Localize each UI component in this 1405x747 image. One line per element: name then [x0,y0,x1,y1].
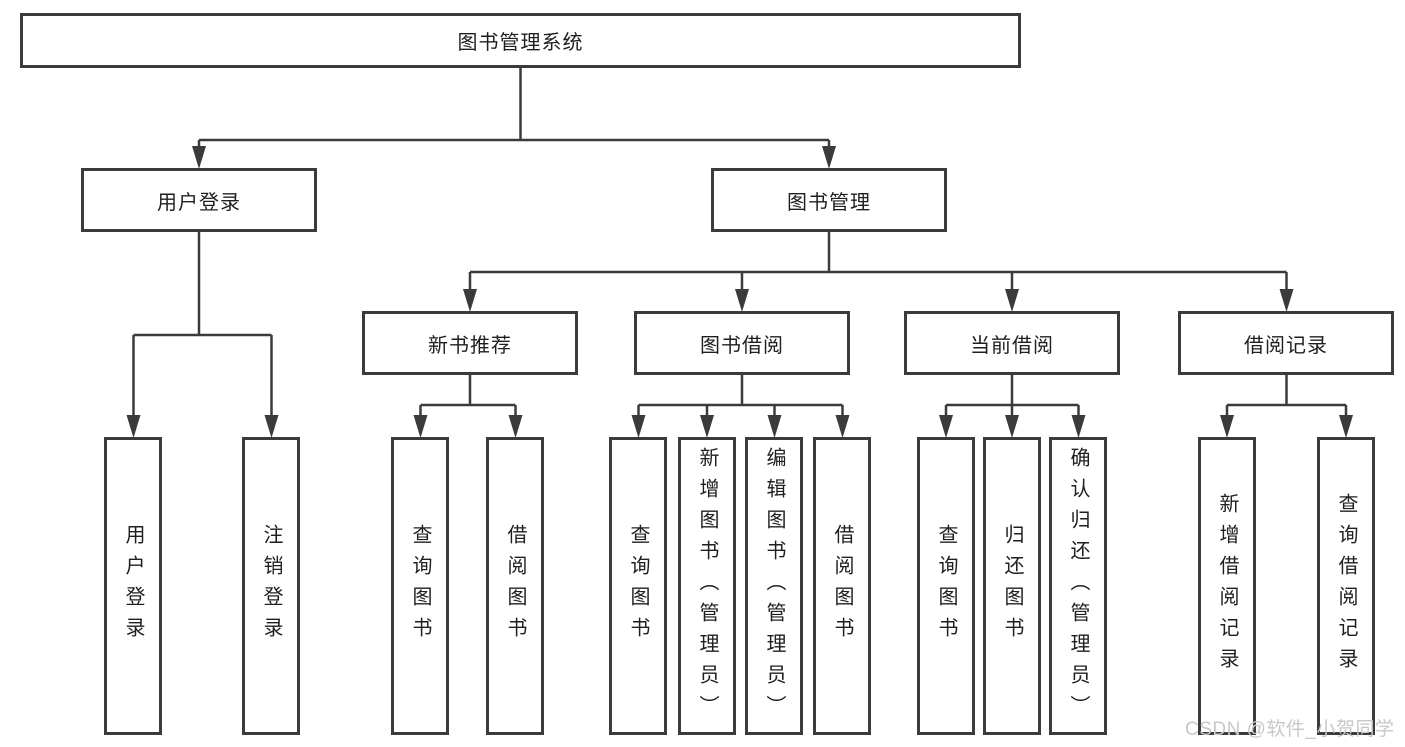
arrow-down-icon [508,415,523,438]
node-current-borrowing: 当前借阅 [904,311,1120,375]
arrow-down-icon [192,146,206,169]
leaf-confirm-return-admin: 确认归还（管理员） [1049,437,1107,735]
arrow-down-icon [822,146,836,169]
leaf-logout: 注销登录 [242,437,300,735]
node-user-login: 用户登录 [81,168,317,232]
leaf-add-books-admin: 新增图书（管理员） [678,437,736,735]
node-book-management: 图书管理 [711,168,947,232]
leaf-edit-books-admin: 编辑图书（管理员） [745,437,803,735]
arrow-down-icon [1005,289,1019,312]
leaf-user-login: 用户登录 [104,437,162,735]
arrow-down-icon [1339,415,1353,438]
tree-edges [132,68,1348,420]
arrow-down-icon [735,289,749,312]
arrow-down-icon [631,415,646,438]
arrow-down-icon [1005,415,1019,438]
leaf-query-borrow-record: 查询借阅记录 [1317,437,1375,735]
leaf-borrow-books: 借阅图书 [813,437,871,735]
leaf-return-books: 归还图书 [983,437,1041,735]
watermark: CSDN @软件_小贺同学 [1185,719,1395,740]
leaf-query-books-recommend: 查询图书 [391,437,449,735]
arrow-down-icon [939,415,953,438]
leaf-query-books-current: 查询图书 [917,437,975,735]
node-new-book-recommend: 新书推荐 [362,311,578,375]
arrow-down-icon [1071,415,1086,438]
leaf-add-borrow-record: 新增借阅记录 [1198,437,1256,735]
arrow-down-icon [1220,415,1234,438]
arrow-down-icon [835,415,850,438]
leaf-query-books-borrowing: 查询图书 [609,437,667,735]
arrowhead-icons [126,146,1353,438]
arrow-down-icon [463,289,477,312]
arrow-down-icon [700,415,714,438]
arrow-down-icon [413,415,428,438]
arrow-down-icon [126,415,141,438]
arrow-down-icon [264,415,279,438]
arrow-down-icon [767,415,782,438]
leaf-borrow-books-recommend: 借阅图书 [486,437,544,735]
node-borrowing-records: 借阅记录 [1178,311,1394,375]
node-book-borrowing: 图书借阅 [634,311,850,375]
arrow-down-icon [1279,289,1294,312]
node-root-library-system: 图书管理系统 [20,13,1021,68]
